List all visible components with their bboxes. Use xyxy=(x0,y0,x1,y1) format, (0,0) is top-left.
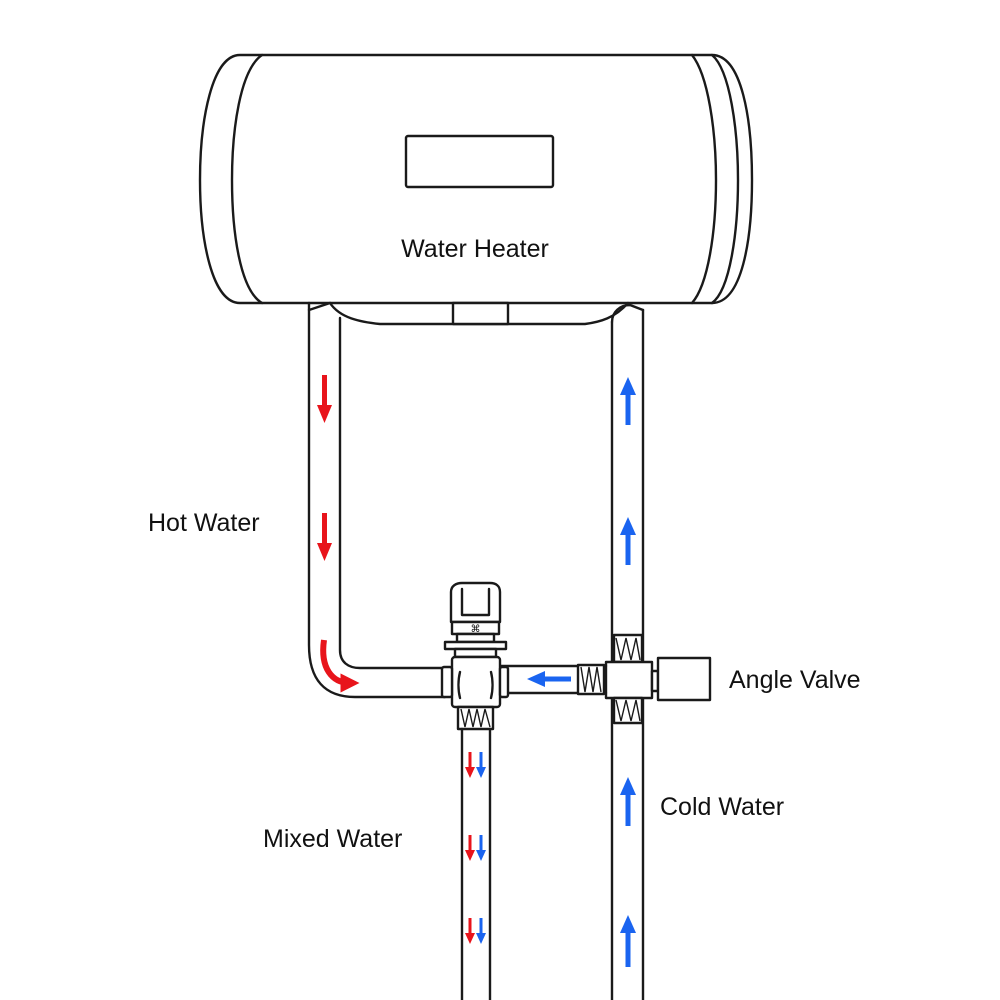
heater-outlet-block xyxy=(451,301,510,326)
water-heater-tank xyxy=(198,53,754,326)
angle-valve xyxy=(650,656,712,702)
svg-text:⌘: ⌘ xyxy=(471,624,481,635)
hot-water-label: Hot Water xyxy=(148,509,260,537)
cold-connector-pipe xyxy=(498,663,608,696)
mixed-flow-arrows-3-icon xyxy=(465,918,486,944)
hot-flow-arrow-2-icon xyxy=(317,513,332,561)
mixing-valve: ⌘ xyxy=(440,581,510,731)
mixed-flow-arrows-2-icon xyxy=(465,835,486,861)
mixed-water-pipe xyxy=(460,727,492,1000)
cold-flow-arrow-1-icon xyxy=(620,377,636,425)
heater-display-panel xyxy=(404,134,555,189)
cold-flow-arrow-2-icon xyxy=(620,517,636,565)
cold-tee-fitting xyxy=(604,633,654,725)
mixed-flow-arrows-1-icon xyxy=(465,752,486,778)
hot-flow-curve-arrow-icon xyxy=(320,639,360,693)
mixed-water-label: Mixed Water xyxy=(263,825,402,853)
angle-valve-label: Angle Valve xyxy=(729,666,861,694)
hot-water-pipe xyxy=(307,301,447,699)
cold-water-label: Cold Water xyxy=(660,793,784,821)
water-heater-label: Water Heater xyxy=(401,235,549,263)
cold-flow-arrow-4-icon xyxy=(620,915,636,967)
cold-flow-left-arrow-icon xyxy=(527,671,571,687)
hot-flow-arrow-1-icon xyxy=(317,375,332,423)
cold-flow-arrow-3-icon xyxy=(620,777,636,826)
